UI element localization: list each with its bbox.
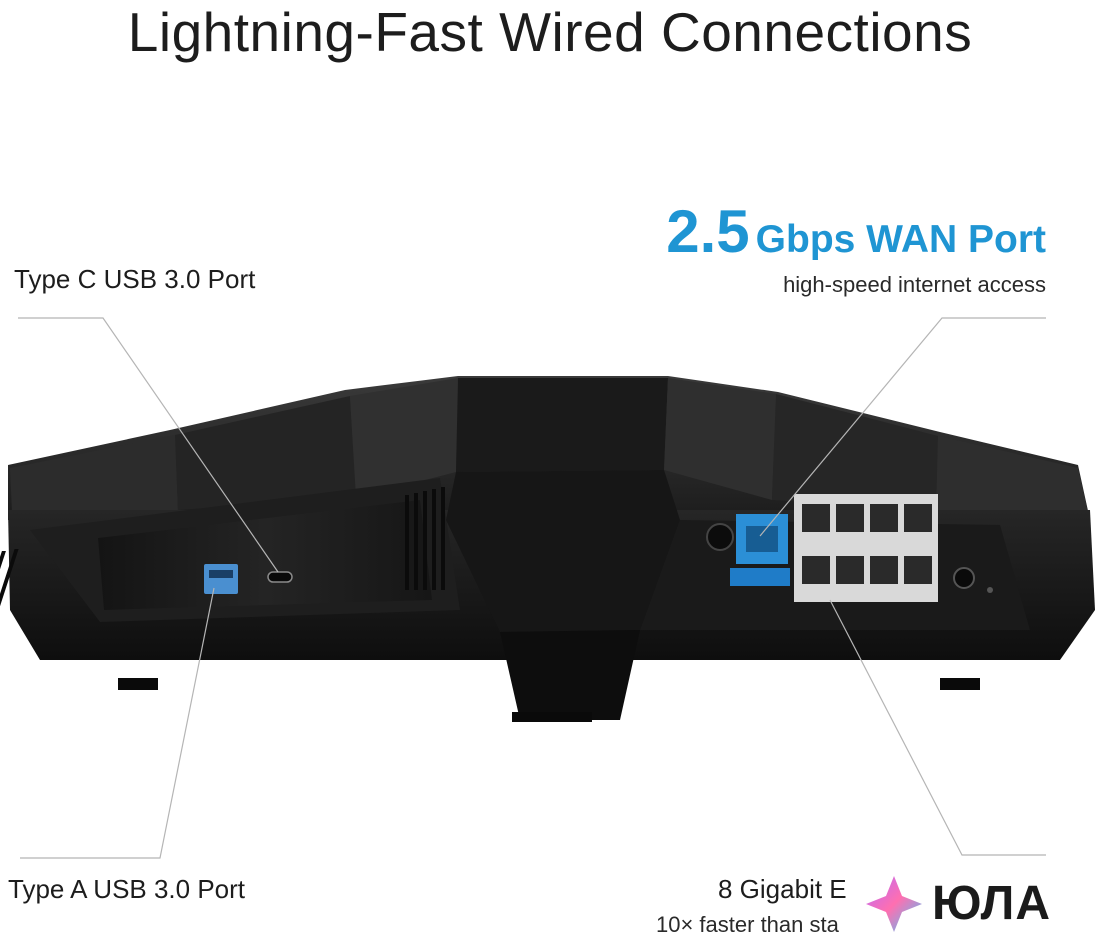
gigabit-ethernet-subtitle: 10× faster than sta bbox=[656, 912, 839, 937]
star-sparkle-icon bbox=[866, 876, 922, 932]
wan-port bbox=[730, 514, 790, 586]
wan-port-subtitle: high-speed internet access bbox=[783, 272, 1046, 297]
page-title: Lightning-Fast Wired Connections bbox=[127, 1, 973, 63]
reset-hole bbox=[987, 587, 993, 593]
router-image bbox=[0, 376, 1095, 722]
type-c-usb-label: Type C USB 3.0 Port bbox=[14, 264, 256, 294]
gigabit-ethernet-label: 8 Gigabit E bbox=[718, 874, 847, 904]
lan-ports bbox=[794, 494, 938, 602]
wan-speed-value: 2.5 bbox=[666, 198, 750, 265]
type-c-usb-port bbox=[267, 571, 293, 583]
wan-port-unit-label: Gbps WAN Port bbox=[755, 218, 1046, 261]
yula-watermark: ЮЛА bbox=[862, 872, 1100, 937]
power-button bbox=[706, 523, 734, 551]
yula-watermark-text: ЮЛА bbox=[932, 877, 1052, 930]
type-a-usb-label: Type A USB 3.0 Port bbox=[8, 874, 246, 904]
type-a-usb-port bbox=[204, 564, 238, 594]
power-jack bbox=[953, 567, 975, 589]
